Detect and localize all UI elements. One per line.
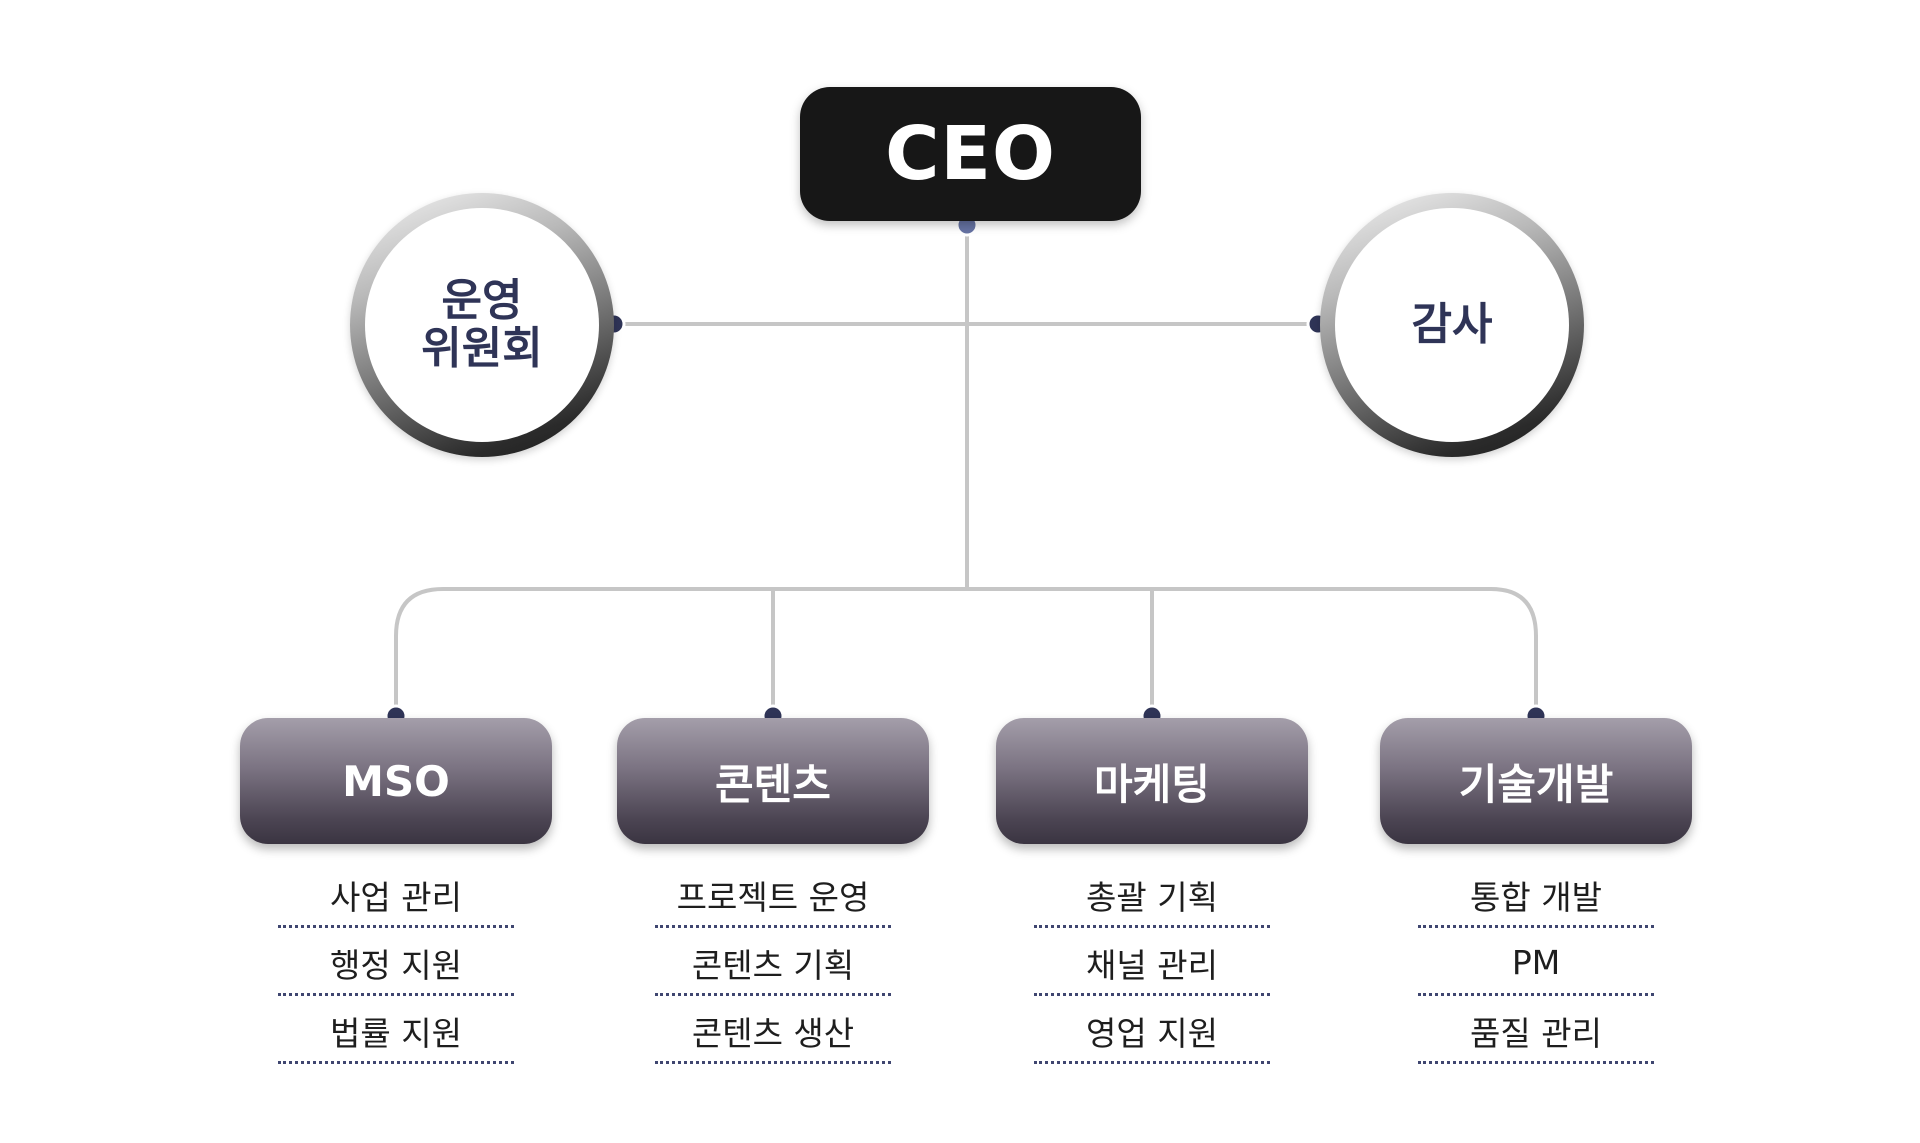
dept-tech-dev-label: 기술개발 — [1458, 759, 1614, 809]
duty-item: 품질 관리 — [1418, 998, 1654, 1064]
operations-committee-label-line-2: 위원회 — [421, 323, 543, 374]
dept-mso: MSO — [240, 718, 552, 844]
duty-item: 채널 관리 — [1034, 930, 1270, 996]
duty-item: 행정 지원 — [278, 930, 514, 996]
dept-marketing-label: 마케팅 — [1094, 759, 1210, 809]
dept-marketing: 마케팅 — [996, 718, 1308, 844]
duty-item: 콘텐츠 기획 — [655, 930, 891, 996]
duty-item: 프로젝트 운영 — [655, 862, 891, 928]
ceo-node: CEO — [800, 87, 1141, 221]
duty-item: PM — [1418, 930, 1654, 996]
dept-tech-dev-duties: 통합 개발 PM 품질 관리 — [1418, 862, 1654, 1066]
dept-content-duties: 프로젝트 운영 콘텐츠 기획 콘텐츠 생산 — [655, 862, 891, 1066]
ceo-label: CEO — [885, 111, 1056, 197]
dept-bus-line — [394, 587, 1538, 716]
dept-marketing-duties: 총괄 기획 채널 관리 영업 지원 — [1034, 862, 1270, 1066]
duty-item: 사업 관리 — [278, 862, 514, 928]
duty-item: 총괄 기획 — [1034, 862, 1270, 928]
audit-label: 감사 — [1411, 299, 1493, 350]
audit-node: 감사 — [1320, 193, 1584, 457]
operations-committee-inner: 운영 위원회 — [365, 208, 599, 442]
operations-committee-label-line-1: 운영 — [441, 275, 523, 326]
dept-content: 콘텐츠 — [617, 718, 929, 844]
dept-mso-label: MSO — [342, 756, 450, 806]
duty-item: 콘텐츠 생산 — [655, 998, 891, 1064]
dept-content-label: 콘텐츠 — [715, 759, 831, 809]
duty-item: 영업 지원 — [1034, 998, 1270, 1064]
operations-committee-node: 운영 위원회 — [350, 193, 614, 457]
duty-item: 법률 지원 — [278, 998, 514, 1064]
dept-tech-dev: 기술개발 — [1380, 718, 1692, 844]
dept-mso-duties: 사업 관리 행정 지원 법률 지원 — [278, 862, 514, 1066]
duty-item: 통합 개발 — [1418, 862, 1654, 928]
audit-inner: 감사 — [1335, 208, 1569, 442]
